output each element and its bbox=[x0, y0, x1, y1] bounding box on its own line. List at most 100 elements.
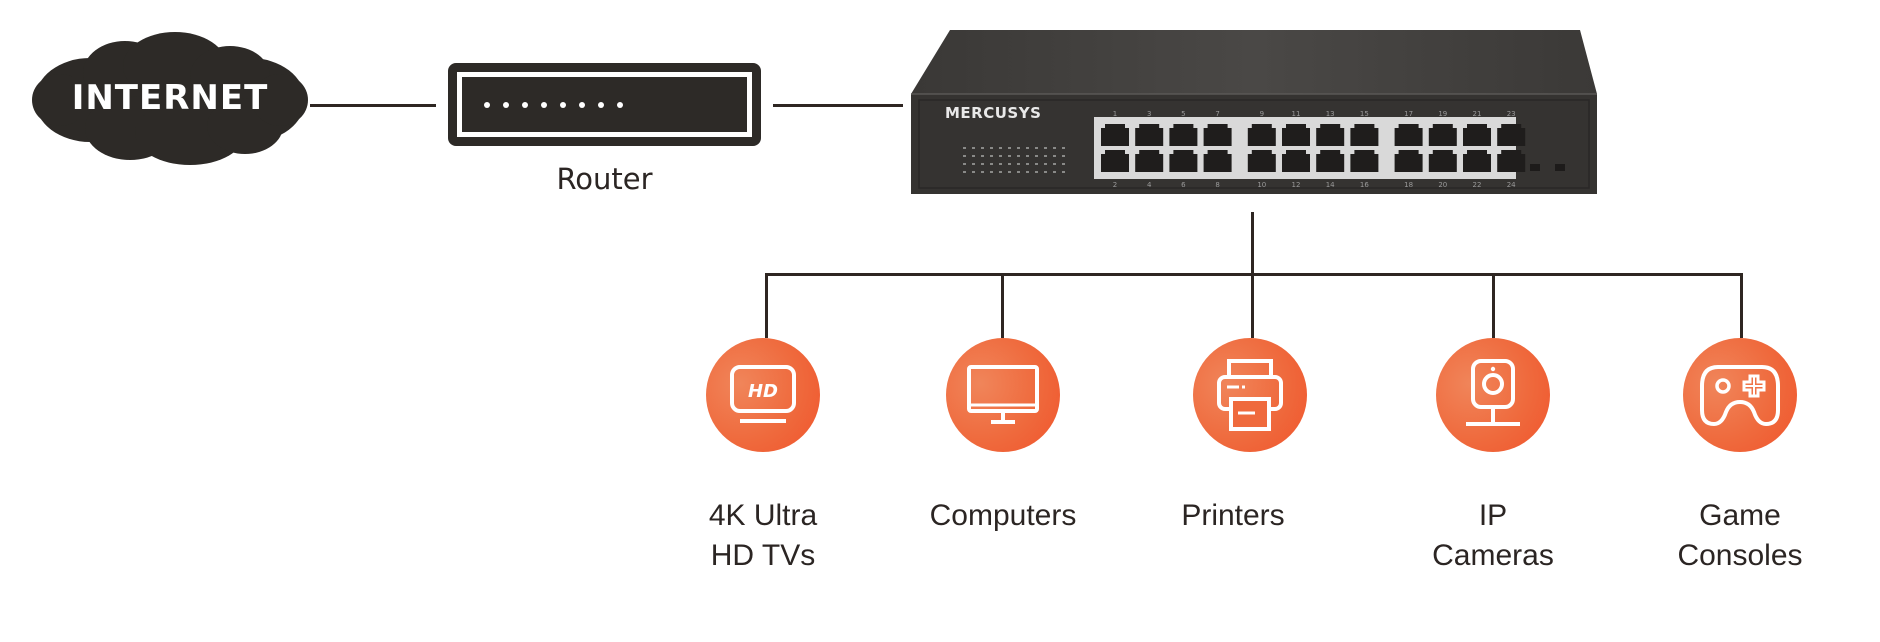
ethernet-port bbox=[1169, 124, 1198, 146]
switch-led bbox=[999, 147, 1002, 149]
switch-led bbox=[1062, 171, 1065, 173]
device-tv-badge: HD bbox=[706, 338, 820, 452]
router-led bbox=[503, 101, 509, 108]
switch-led bbox=[1026, 163, 1029, 165]
switch-led bbox=[1035, 163, 1038, 165]
ethernet-port bbox=[1203, 124, 1232, 146]
ethernet-port bbox=[1316, 124, 1345, 146]
switch-led bbox=[972, 163, 975, 165]
port-number-label: 15 bbox=[1359, 110, 1369, 118]
port-number-label: 7 bbox=[1215, 110, 1220, 118]
router-led bbox=[522, 101, 528, 108]
ethernet-port bbox=[1316, 150, 1345, 172]
switch-led bbox=[990, 147, 993, 149]
switch-led bbox=[1035, 155, 1038, 157]
router-led bbox=[541, 101, 547, 108]
port-number-label: 10 bbox=[1257, 181, 1267, 189]
switch-led bbox=[981, 163, 984, 165]
connector-internet-router bbox=[310, 104, 436, 107]
switch-led bbox=[1026, 147, 1029, 149]
ethernet-port bbox=[1350, 124, 1379, 146]
ethernet-port bbox=[1428, 124, 1457, 146]
switch-led bbox=[1026, 155, 1029, 157]
switch-led bbox=[963, 163, 966, 165]
connector-drop-printer bbox=[1251, 273, 1254, 338]
label-line1: Game bbox=[1699, 499, 1781, 532]
port-number-label: 6 bbox=[1181, 181, 1186, 189]
device-computer-badge bbox=[946, 338, 1060, 452]
internet-node: INTERNET bbox=[30, 28, 310, 168]
router-led bbox=[484, 101, 490, 108]
switch-led bbox=[1035, 147, 1038, 149]
switch-led bbox=[1008, 147, 1011, 149]
hd-tv-icon: HD bbox=[730, 365, 796, 423]
port-number-label: 3 bbox=[1146, 110, 1152, 118]
port-number-label: 22 bbox=[1472, 181, 1482, 189]
ethernet-port bbox=[1497, 124, 1526, 146]
network-switch-icon bbox=[911, 30, 1597, 194]
port-number-label: 19 bbox=[1438, 110, 1448, 118]
label-line1: IP bbox=[1478, 499, 1508, 532]
switch-led bbox=[963, 171, 966, 173]
port-number-label: 2 bbox=[1112, 181, 1118, 189]
device-camera-badge bbox=[1436, 338, 1550, 452]
label-line2: Cameras bbox=[1432, 539, 1554, 572]
ethernet-port bbox=[1350, 150, 1379, 172]
switch-led bbox=[1008, 171, 1011, 173]
hd-text: HD bbox=[748, 381, 778, 402]
switch-led bbox=[1008, 163, 1011, 165]
switch-led bbox=[981, 171, 984, 173]
device-tv-label: 4K Ultra HD TVs bbox=[643, 496, 883, 576]
switch-led bbox=[1035, 171, 1038, 173]
switch-led bbox=[1017, 155, 1020, 157]
device-console-label: Game Consoles bbox=[1620, 496, 1860, 576]
switch-led bbox=[972, 147, 975, 149]
switch-led bbox=[1062, 147, 1065, 149]
connector-drop-computer bbox=[1001, 273, 1004, 338]
switch-led bbox=[1017, 147, 1020, 149]
connector-drop-camera bbox=[1492, 273, 1495, 338]
connector-device-bus bbox=[765, 273, 1743, 276]
switch-led bbox=[981, 147, 984, 149]
port-number-label: 4 bbox=[1146, 181, 1152, 189]
device-printer-label: Printers bbox=[1113, 496, 1353, 536]
port-number-label: 23 bbox=[1506, 110, 1516, 118]
ethernet-port bbox=[1463, 150, 1491, 172]
switch-led bbox=[972, 171, 975, 173]
switch-led bbox=[1053, 155, 1056, 157]
port-number-label: 13 bbox=[1325, 110, 1335, 118]
router-label: Router bbox=[556, 162, 653, 196]
switch-led bbox=[990, 155, 993, 157]
label-line1: 4K Ultra bbox=[708, 499, 818, 532]
ethernet-port bbox=[1135, 124, 1164, 146]
router-node bbox=[448, 63, 761, 146]
monitor-icon bbox=[967, 365, 1039, 424]
label-line2: Consoles bbox=[1677, 539, 1803, 572]
device-console-badge bbox=[1683, 338, 1797, 452]
cloud-icon bbox=[32, 32, 308, 165]
switch-led bbox=[1044, 155, 1047, 157]
printer-icon bbox=[1217, 359, 1283, 431]
port-number-label: 18 bbox=[1404, 181, 1414, 189]
ethernet-port bbox=[1282, 150, 1310, 172]
switch-led bbox=[981, 155, 984, 157]
switch-led bbox=[963, 155, 966, 157]
ethernet-port bbox=[1169, 150, 1198, 172]
port-number-label: 9 bbox=[1259, 110, 1265, 118]
ethernet-port bbox=[1394, 150, 1423, 172]
port-number-label: 20 bbox=[1438, 181, 1448, 189]
gamepad-icon bbox=[1700, 365, 1780, 427]
switch-led bbox=[1053, 171, 1056, 173]
connector-drop-console bbox=[1740, 273, 1743, 338]
ethernet-port bbox=[1203, 150, 1232, 172]
switch-led bbox=[1053, 163, 1056, 165]
switch-led bbox=[1062, 163, 1065, 165]
switch-led bbox=[1017, 171, 1020, 173]
device-printer-badge bbox=[1193, 338, 1307, 452]
ip-camera-icon bbox=[1466, 359, 1520, 426]
router-led bbox=[560, 101, 566, 108]
ethernet-port bbox=[1135, 150, 1164, 172]
connector-router-switch bbox=[773, 104, 903, 107]
switch-led bbox=[1017, 163, 1020, 165]
